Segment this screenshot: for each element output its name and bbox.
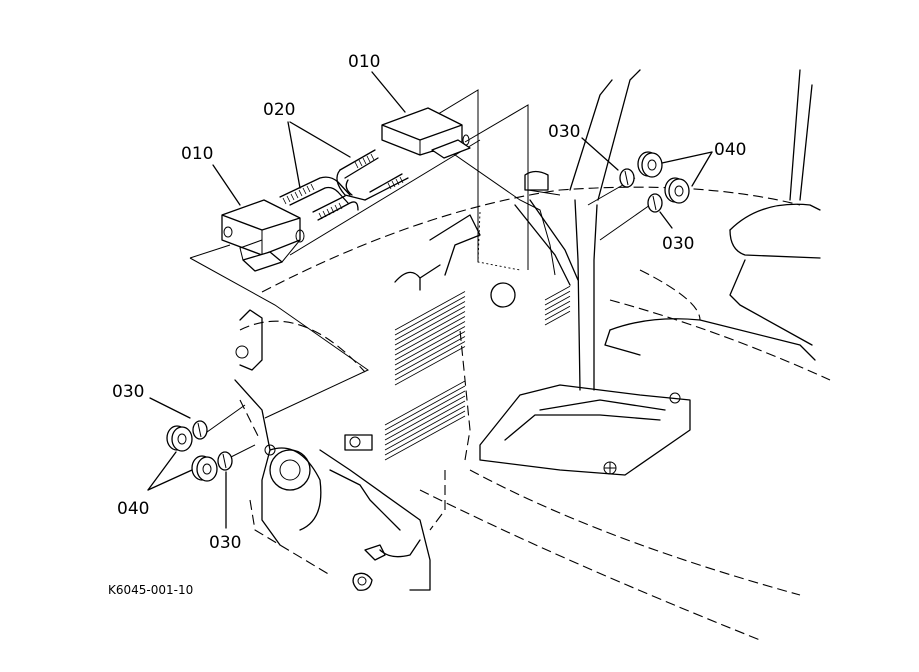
callout-washer-top-right: 030 <box>662 234 694 254</box>
grille-hatching <box>384 285 571 461</box>
bracket-010-right <box>381 107 471 159</box>
callout-washer-bottom: 030 <box>209 533 241 553</box>
callout-bracket-right: 010 <box>348 52 380 72</box>
callout-washer-left: 030 <box>112 382 144 402</box>
callout-labels: 010 020 010 030 040 030 030 040 030 K604… <box>108 52 746 597</box>
callout-leaders <box>147 71 713 529</box>
callout-bracket-left: 010 <box>181 144 213 164</box>
callout-nuts-left: 040 <box>117 499 149 519</box>
u-bolts-020 <box>279 149 409 221</box>
callout-washer-top-left: 030 <box>548 122 580 142</box>
callout-nuts-top: 040 <box>714 140 746 160</box>
callout-u-bolts: 020 <box>263 100 295 120</box>
bracket-010-left <box>221 199 305 272</box>
hardware-left <box>166 420 233 482</box>
drawing-code: K6045-001-10 <box>108 583 193 597</box>
hardware-top-right <box>619 151 690 213</box>
